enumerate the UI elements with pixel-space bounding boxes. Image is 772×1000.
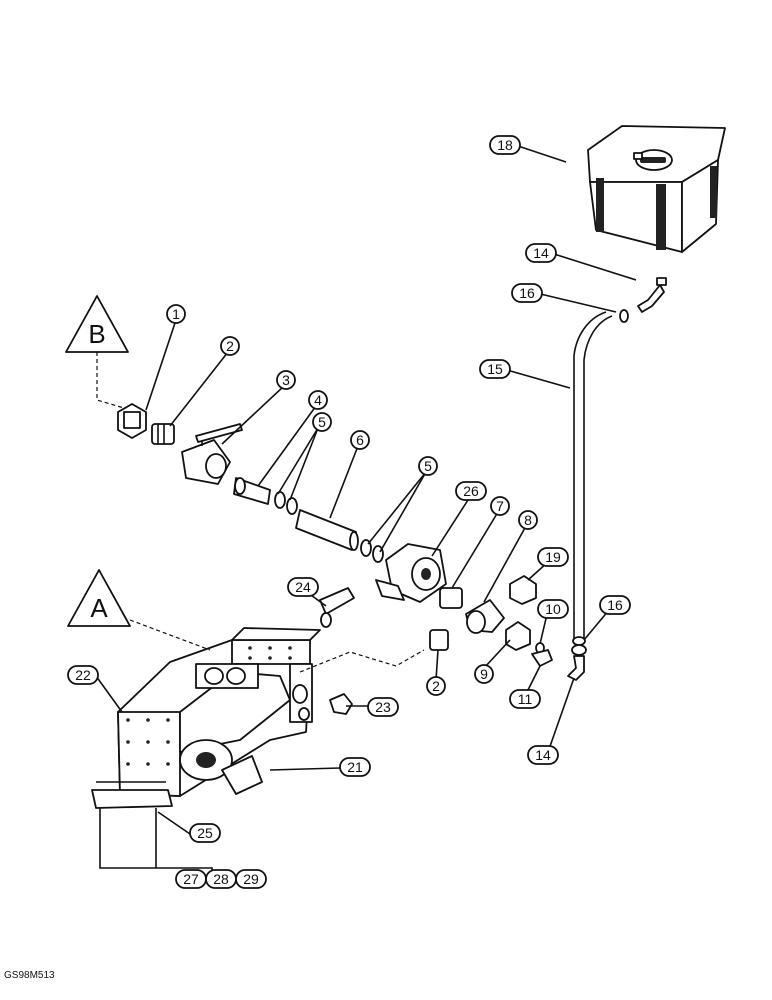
callout-15: 15: [479, 359, 511, 379]
callout-10: 10: [537, 599, 569, 619]
pump-assembly: [91, 627, 321, 860]
inline-fittings: [117, 403, 553, 715]
callout-23: 23: [367, 697, 399, 717]
callout-5-left: 5: [312, 412, 332, 432]
callout-8: 8: [518, 510, 538, 530]
callout-28-label: 28: [213, 871, 229, 887]
water-tank: [587, 125, 726, 253]
callout-18: 18: [489, 135, 521, 155]
callout-22: 22: [67, 665, 99, 685]
callout-16-upper: 16: [511, 283, 543, 303]
outlet-phantom-line: [299, 649, 425, 673]
callout-1: 1: [166, 304, 186, 324]
callout-5-left-label: 5: [318, 414, 326, 430]
callout-14-lower-label: 14: [535, 747, 551, 763]
callout-9-label: 9: [480, 666, 488, 682]
callout-16-upper-label: 16: [519, 285, 535, 301]
callout-7-label: 7: [496, 498, 504, 514]
callout-19-label: 19: [545, 549, 561, 565]
callout-10-label: 10: [545, 601, 561, 617]
reference-triangle-a: A: [67, 569, 131, 627]
callout-15-label: 15: [487, 361, 503, 377]
callout-2-upper: 2: [220, 336, 240, 356]
callout-29: 29: [235, 869, 267, 889]
callout-19: 19: [537, 547, 569, 567]
callout-27: 27: [175, 869, 207, 889]
callout-16-lower-label: 16: [607, 597, 623, 613]
callout-21-label: 21: [347, 759, 363, 775]
ref-a-phantom-line: [129, 619, 211, 651]
callout-11: 11: [509, 689, 541, 709]
callout-28: 28: [205, 869, 237, 889]
callout-3-label: 3: [282, 372, 290, 388]
callout-11-label: 11: [518, 691, 533, 707]
callout-2-upper-label: 2: [226, 338, 234, 354]
callout-5-right: 5: [418, 456, 438, 476]
ref-b-letter: B: [88, 319, 105, 349]
drawing-code: GS98M513: [4, 970, 55, 981]
callout-6: 6: [350, 430, 370, 450]
callout-21: 21: [339, 757, 371, 777]
callout-29-label: 29: [243, 871, 259, 887]
reference-triangle-b: B: [65, 295, 129, 353]
callout-22-label: 22: [75, 667, 91, 683]
callout-9: 9: [474, 664, 494, 684]
callout-2-lower: 2: [426, 676, 446, 696]
callout-14-upper-label: 14: [533, 245, 549, 261]
callout-16-lower: 16: [599, 595, 631, 615]
suction-hose: [567, 277, 667, 681]
callout-27-label: 27: [183, 871, 199, 887]
callout-24: 24: [287, 577, 319, 597]
callout-5-right-label: 5: [424, 458, 432, 474]
callout-7: 7: [490, 496, 510, 516]
callout-25: 25: [189, 823, 221, 843]
callout-25-label: 25: [197, 825, 213, 841]
callout-23-label: 23: [375, 699, 391, 715]
ref-a-letter: A: [90, 593, 108, 623]
callout-6-label: 6: [356, 432, 364, 448]
callout-26-label: 26: [463, 483, 479, 499]
callout-24-label: 24: [295, 579, 311, 595]
ref-b-phantom-line: [96, 352, 125, 409]
callout-14-upper: 14: [525, 243, 557, 263]
callout-4-label: 4: [314, 392, 322, 408]
callout-1-label: 1: [172, 306, 180, 322]
callout-2-lower-label: 2: [432, 678, 440, 694]
callout-3: 3: [276, 370, 296, 390]
callout-4: 4: [308, 390, 328, 410]
callout-26: 26: [455, 481, 487, 501]
callout-14-lower: 14: [527, 745, 559, 765]
callout-8-label: 8: [524, 512, 532, 528]
callout-18-label: 18: [497, 137, 513, 153]
